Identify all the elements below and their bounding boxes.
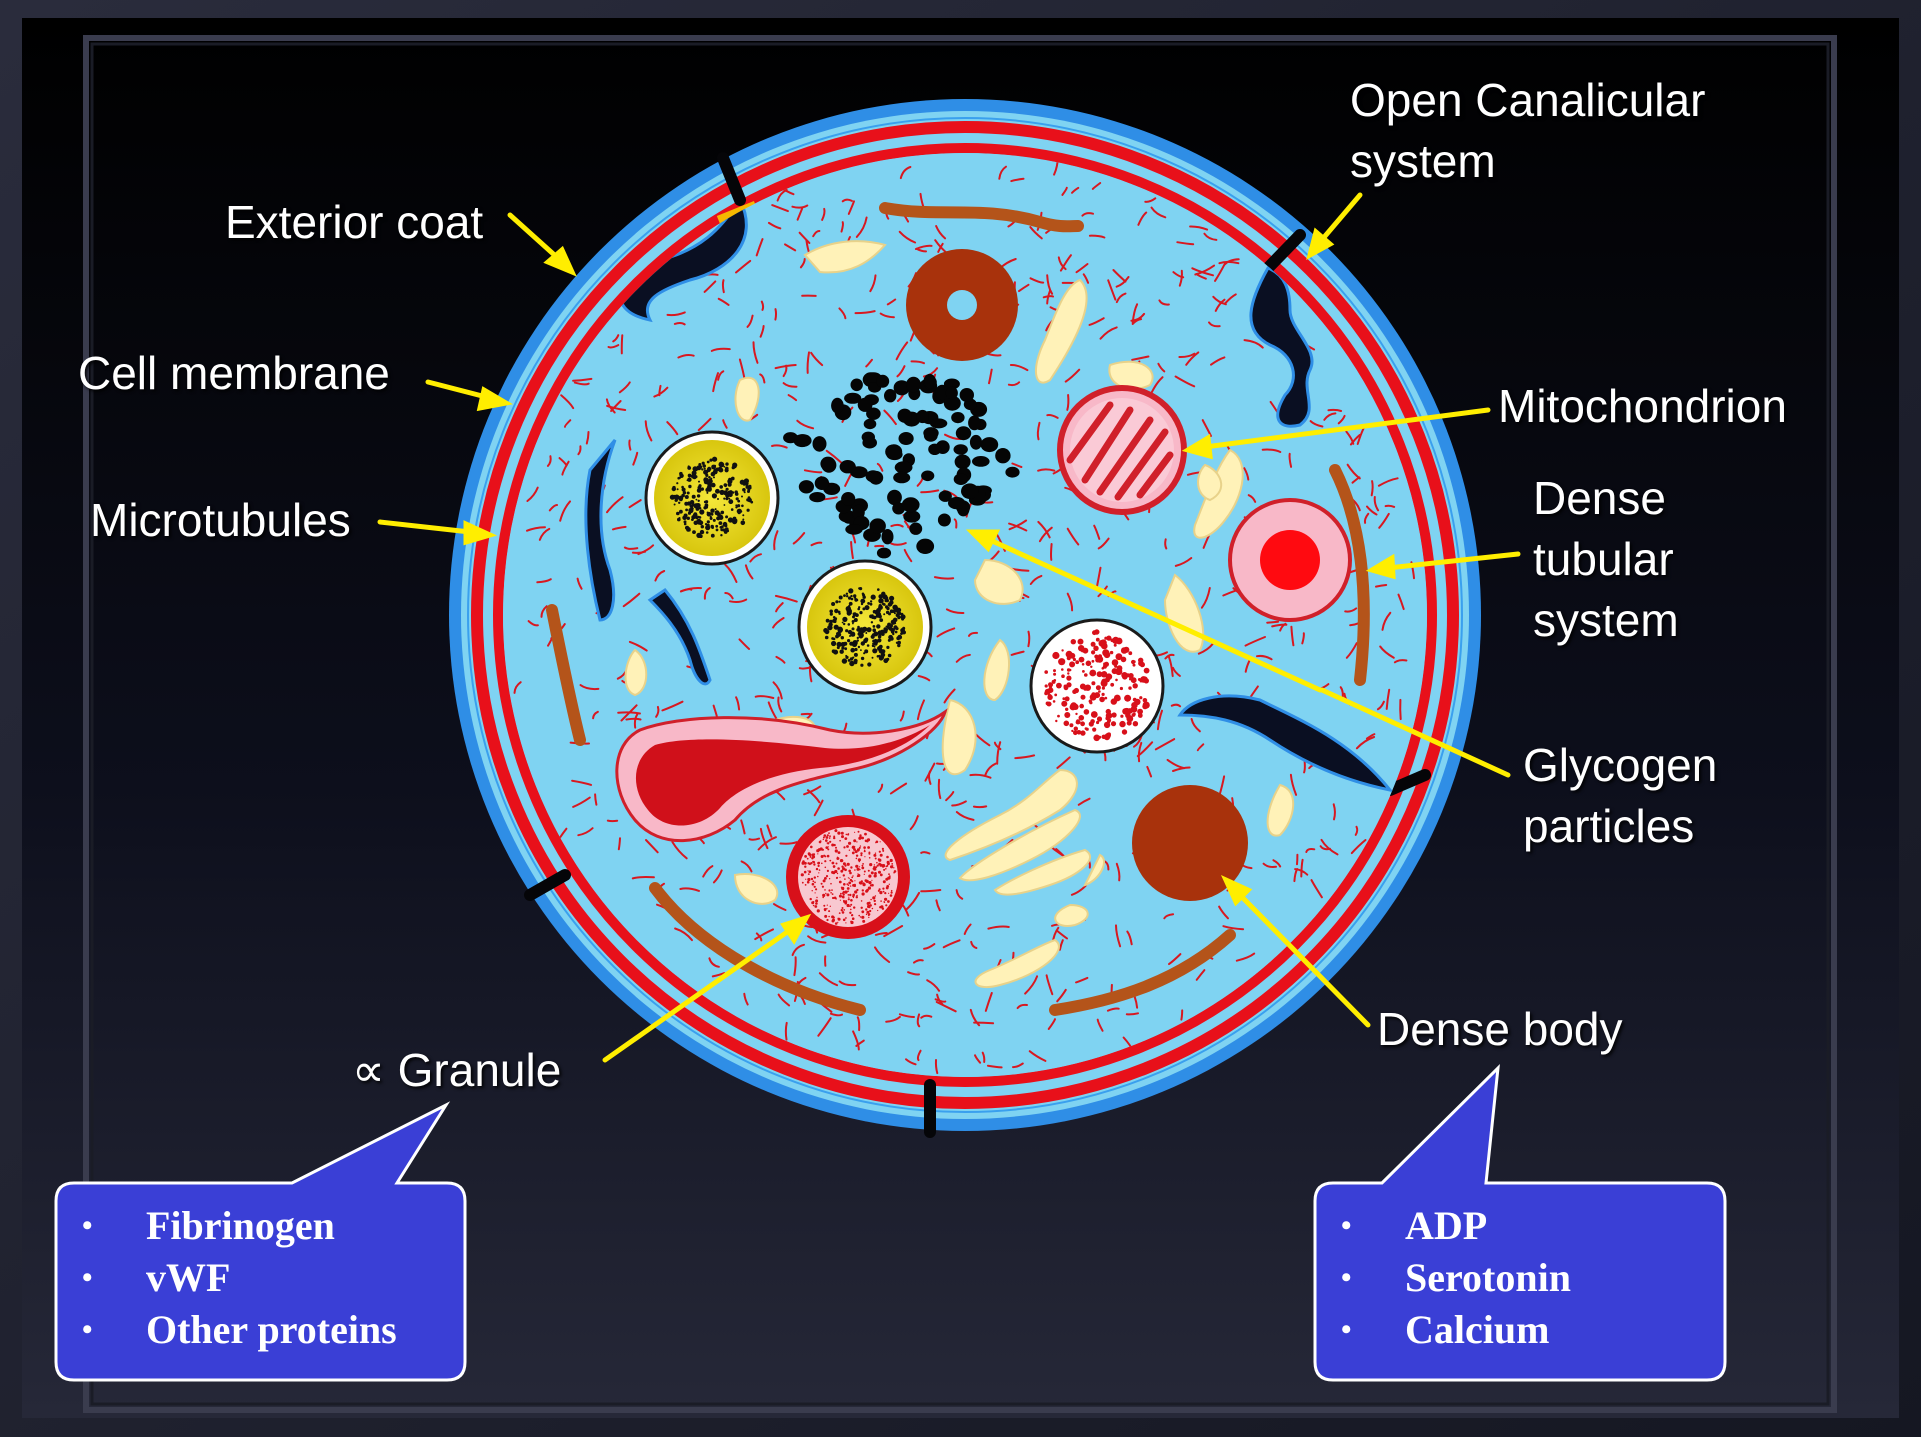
label-dense-tubular-line2: tubular xyxy=(1533,529,1674,589)
callout-item: Serotonin xyxy=(1315,1252,1725,1304)
label-dense-tubular-line1: Dense xyxy=(1533,468,1666,528)
label-alpha-granule: ∝ Granule xyxy=(352,1040,561,1100)
platelet-cell xyxy=(449,99,1481,1132)
red-speckled-granule xyxy=(1031,620,1163,752)
label-exterior-coat: Exterior coat xyxy=(225,192,483,252)
label-dense-body: Dense body xyxy=(1377,999,1623,1059)
label-glycogen-line1: Glycogen xyxy=(1523,735,1717,795)
callout-item: ADP xyxy=(1315,1200,1725,1252)
label-mitochondrion: Mitochondrion xyxy=(1498,376,1787,436)
yellow-granule xyxy=(799,561,931,693)
label-dense-tubular-line3: system xyxy=(1533,590,1679,650)
callout-item: Other proteins xyxy=(56,1304,465,1356)
yellow-granule xyxy=(646,432,778,564)
pink-ring-organelle xyxy=(1230,500,1350,620)
label-cell-membrane: Cell membrane xyxy=(78,343,390,403)
alpha-granule-callout: Fibrinogen vWF Other proteins xyxy=(56,1200,465,1356)
callout-item: Fibrinogen xyxy=(56,1200,465,1252)
label-glycogen-line2: particles xyxy=(1523,796,1694,856)
callout-item: vWF xyxy=(56,1252,465,1304)
mitochondrion xyxy=(1060,388,1184,512)
label-open-canalicular-line1: Open Canalicular xyxy=(1350,70,1705,130)
label-open-canalicular-line2: system xyxy=(1350,131,1496,191)
callout-item: Calcium xyxy=(1315,1304,1725,1356)
dense-body-callout: ADP Serotonin Calcium xyxy=(1315,1200,1725,1356)
label-microtubules: Microtubules xyxy=(90,490,351,550)
